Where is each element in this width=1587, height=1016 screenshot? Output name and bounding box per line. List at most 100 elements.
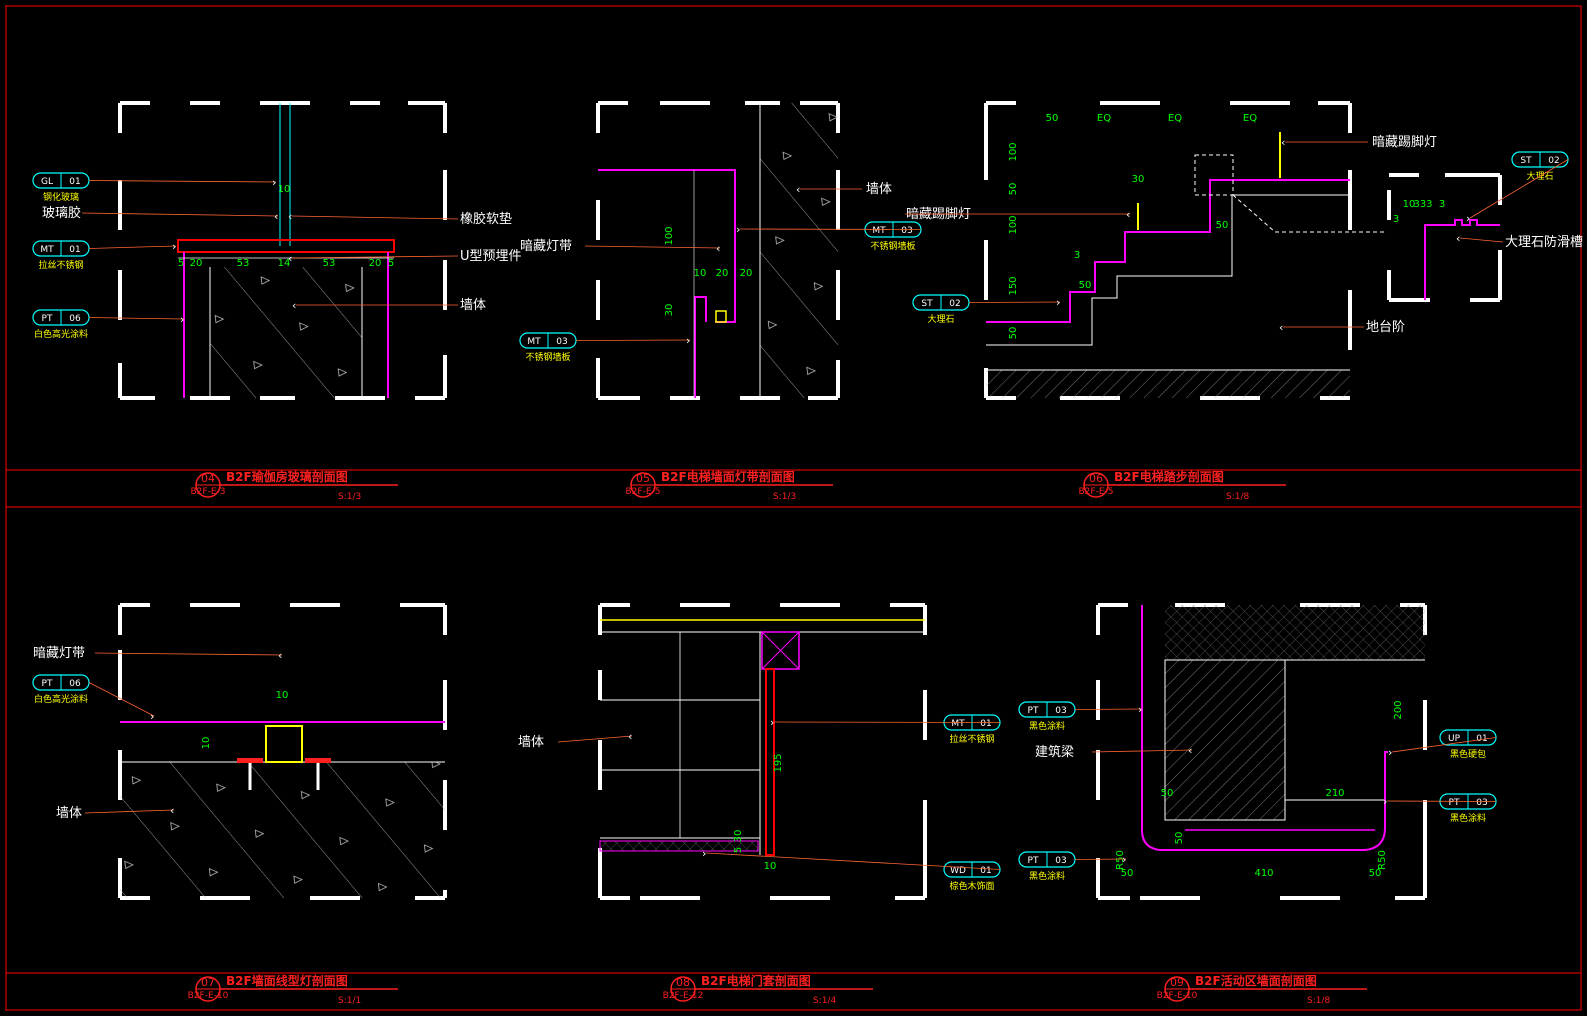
- dimension-value: EQ: [1168, 113, 1182, 124]
- dimension-value: 5: [733, 847, 744, 853]
- marble-step-profile: [986, 179, 1350, 323]
- sheet-reference: B2F-E-5: [1079, 487, 1114, 497]
- leader-arrow-icon: ‹: [274, 210, 278, 223]
- callout-text: 橡胶软垫: [460, 211, 512, 227]
- structural-beam: [1164, 659, 1286, 821]
- callout-text: 大理石防滑槽: [1505, 234, 1583, 250]
- tag-number: 02: [949, 299, 960, 309]
- dimension-value: 195: [773, 753, 784, 772]
- leader-arrow-icon: ›: [150, 710, 154, 723]
- callout-text: 墙体: [460, 298, 486, 313]
- callout-label: 暗藏灯带 ‹: [520, 239, 720, 255]
- callout-text: 暗藏灯带: [520, 239, 572, 254]
- sheet-reference: B2F-E-10: [1157, 991, 1198, 1001]
- tag-number: 02: [1548, 156, 1559, 166]
- drawing-scale: S:1/3: [338, 492, 361, 502]
- tag-code: UP: [1448, 734, 1461, 744]
- tag-material-name: 拉丝不锈钢: [949, 733, 994, 745]
- leader-arrow-icon: ›: [1388, 746, 1392, 759]
- dimension-value: 50: [1369, 868, 1382, 879]
- tag-number: 01: [69, 245, 80, 255]
- leader-arrow-icon: ›: [180, 313, 184, 326]
- leader-arrow-icon: ›: [686, 334, 690, 347]
- leader-arrow-icon: ‹: [1456, 232, 1460, 245]
- anti-slip-detail: [1387, 173, 1502, 302]
- leader-arrow-icon: ‹: [1188, 744, 1192, 757]
- callout-labels: 建筑梁‹: [1035, 744, 1192, 760]
- dimension-value: 50: [1174, 832, 1185, 845]
- tag-code: PT: [42, 679, 53, 689]
- dimension-value: 50: [1046, 113, 1059, 124]
- leader-arrow-icon: ‹: [288, 210, 292, 223]
- drawing-scale: S:1/1: [338, 996, 361, 1006]
- tag-material-name: 黑色涂料: [1029, 720, 1065, 732]
- stainless-trim: [765, 668, 775, 856]
- callout-text: 墙体: [56, 806, 82, 821]
- tag-number: 03: [1476, 798, 1487, 808]
- dimension-value: 53: [237, 258, 250, 269]
- dimension-value: 50: [1008, 327, 1019, 340]
- drawing-number: 07: [201, 976, 215, 989]
- led-strip: [715, 310, 727, 323]
- drawing-scale: S:1/4: [813, 996, 837, 1006]
- sheet-reference: B2F-E-3: [191, 487, 226, 497]
- wall-hatch: [760, 103, 838, 398]
- dimension-value: EQ: [1243, 113, 1257, 124]
- dimension-value: EQ: [1097, 113, 1111, 124]
- dimension-value: 410: [1254, 868, 1273, 879]
- callout-text: 暗藏踢脚灯: [1372, 134, 1437, 150]
- callout-text: 玻璃胶: [42, 205, 81, 221]
- wall-hatch: [120, 762, 445, 898]
- dimension-value: 30: [664, 304, 675, 317]
- drawing-number: 04: [201, 472, 215, 485]
- floor-hatch: [986, 370, 1350, 398]
- dimension-value: 100: [664, 226, 675, 245]
- stainless-channel: [177, 239, 395, 253]
- callout-text: 墙体: [866, 182, 892, 197]
- beam-hatch: [1165, 605, 1425, 660]
- dimension-value: 100: [1008, 215, 1019, 234]
- drawing-title: B2F电梯踏步剖面图: [1114, 469, 1224, 484]
- tag-code: MT: [40, 245, 54, 255]
- dimension-value: 3: [1439, 199, 1445, 210]
- leader-arrow-icon: ‹: [1126, 208, 1130, 221]
- drawing-scale: S:1/3: [773, 492, 796, 502]
- drawing-title: B2F活动区墙面剖面图: [1195, 973, 1317, 988]
- leader-arrow-icon: ‹: [278, 649, 282, 662]
- dimension-value: R50: [1115, 850, 1126, 870]
- tag-material-name: 不锈钢墙板: [870, 240, 915, 252]
- callout-labels: 暗藏灯带‹墙体‹: [33, 646, 282, 821]
- dimension-value: 10: [201, 737, 212, 750]
- dimension-value: 5: [178, 258, 184, 269]
- callout-label: U型预埋件‹: [288, 249, 522, 265]
- drawing-title: B2F电梯墙面灯带剖面图: [661, 469, 795, 484]
- callout-labels: 墙体 ‹暗藏灯带 ‹: [520, 182, 892, 255]
- callout-label: 地台阶‹: [1279, 320, 1405, 335]
- callout-label: 墙体 ‹: [56, 804, 174, 821]
- drawing-scale: S:1/8: [1307, 996, 1331, 1006]
- tag-code: WD: [950, 866, 966, 876]
- tag-code: MT: [872, 226, 886, 236]
- callout-label: 建筑梁‹: [1035, 744, 1192, 760]
- leader-arrow-icon: ‹: [716, 242, 720, 255]
- leader-arrow-icon: ‹: [170, 804, 174, 817]
- tag-number: 03: [1055, 856, 1066, 866]
- dimension-value: 14: [278, 258, 291, 269]
- callout-labels: 墙体‹: [518, 730, 632, 750]
- tag-number: 01: [1476, 734, 1487, 744]
